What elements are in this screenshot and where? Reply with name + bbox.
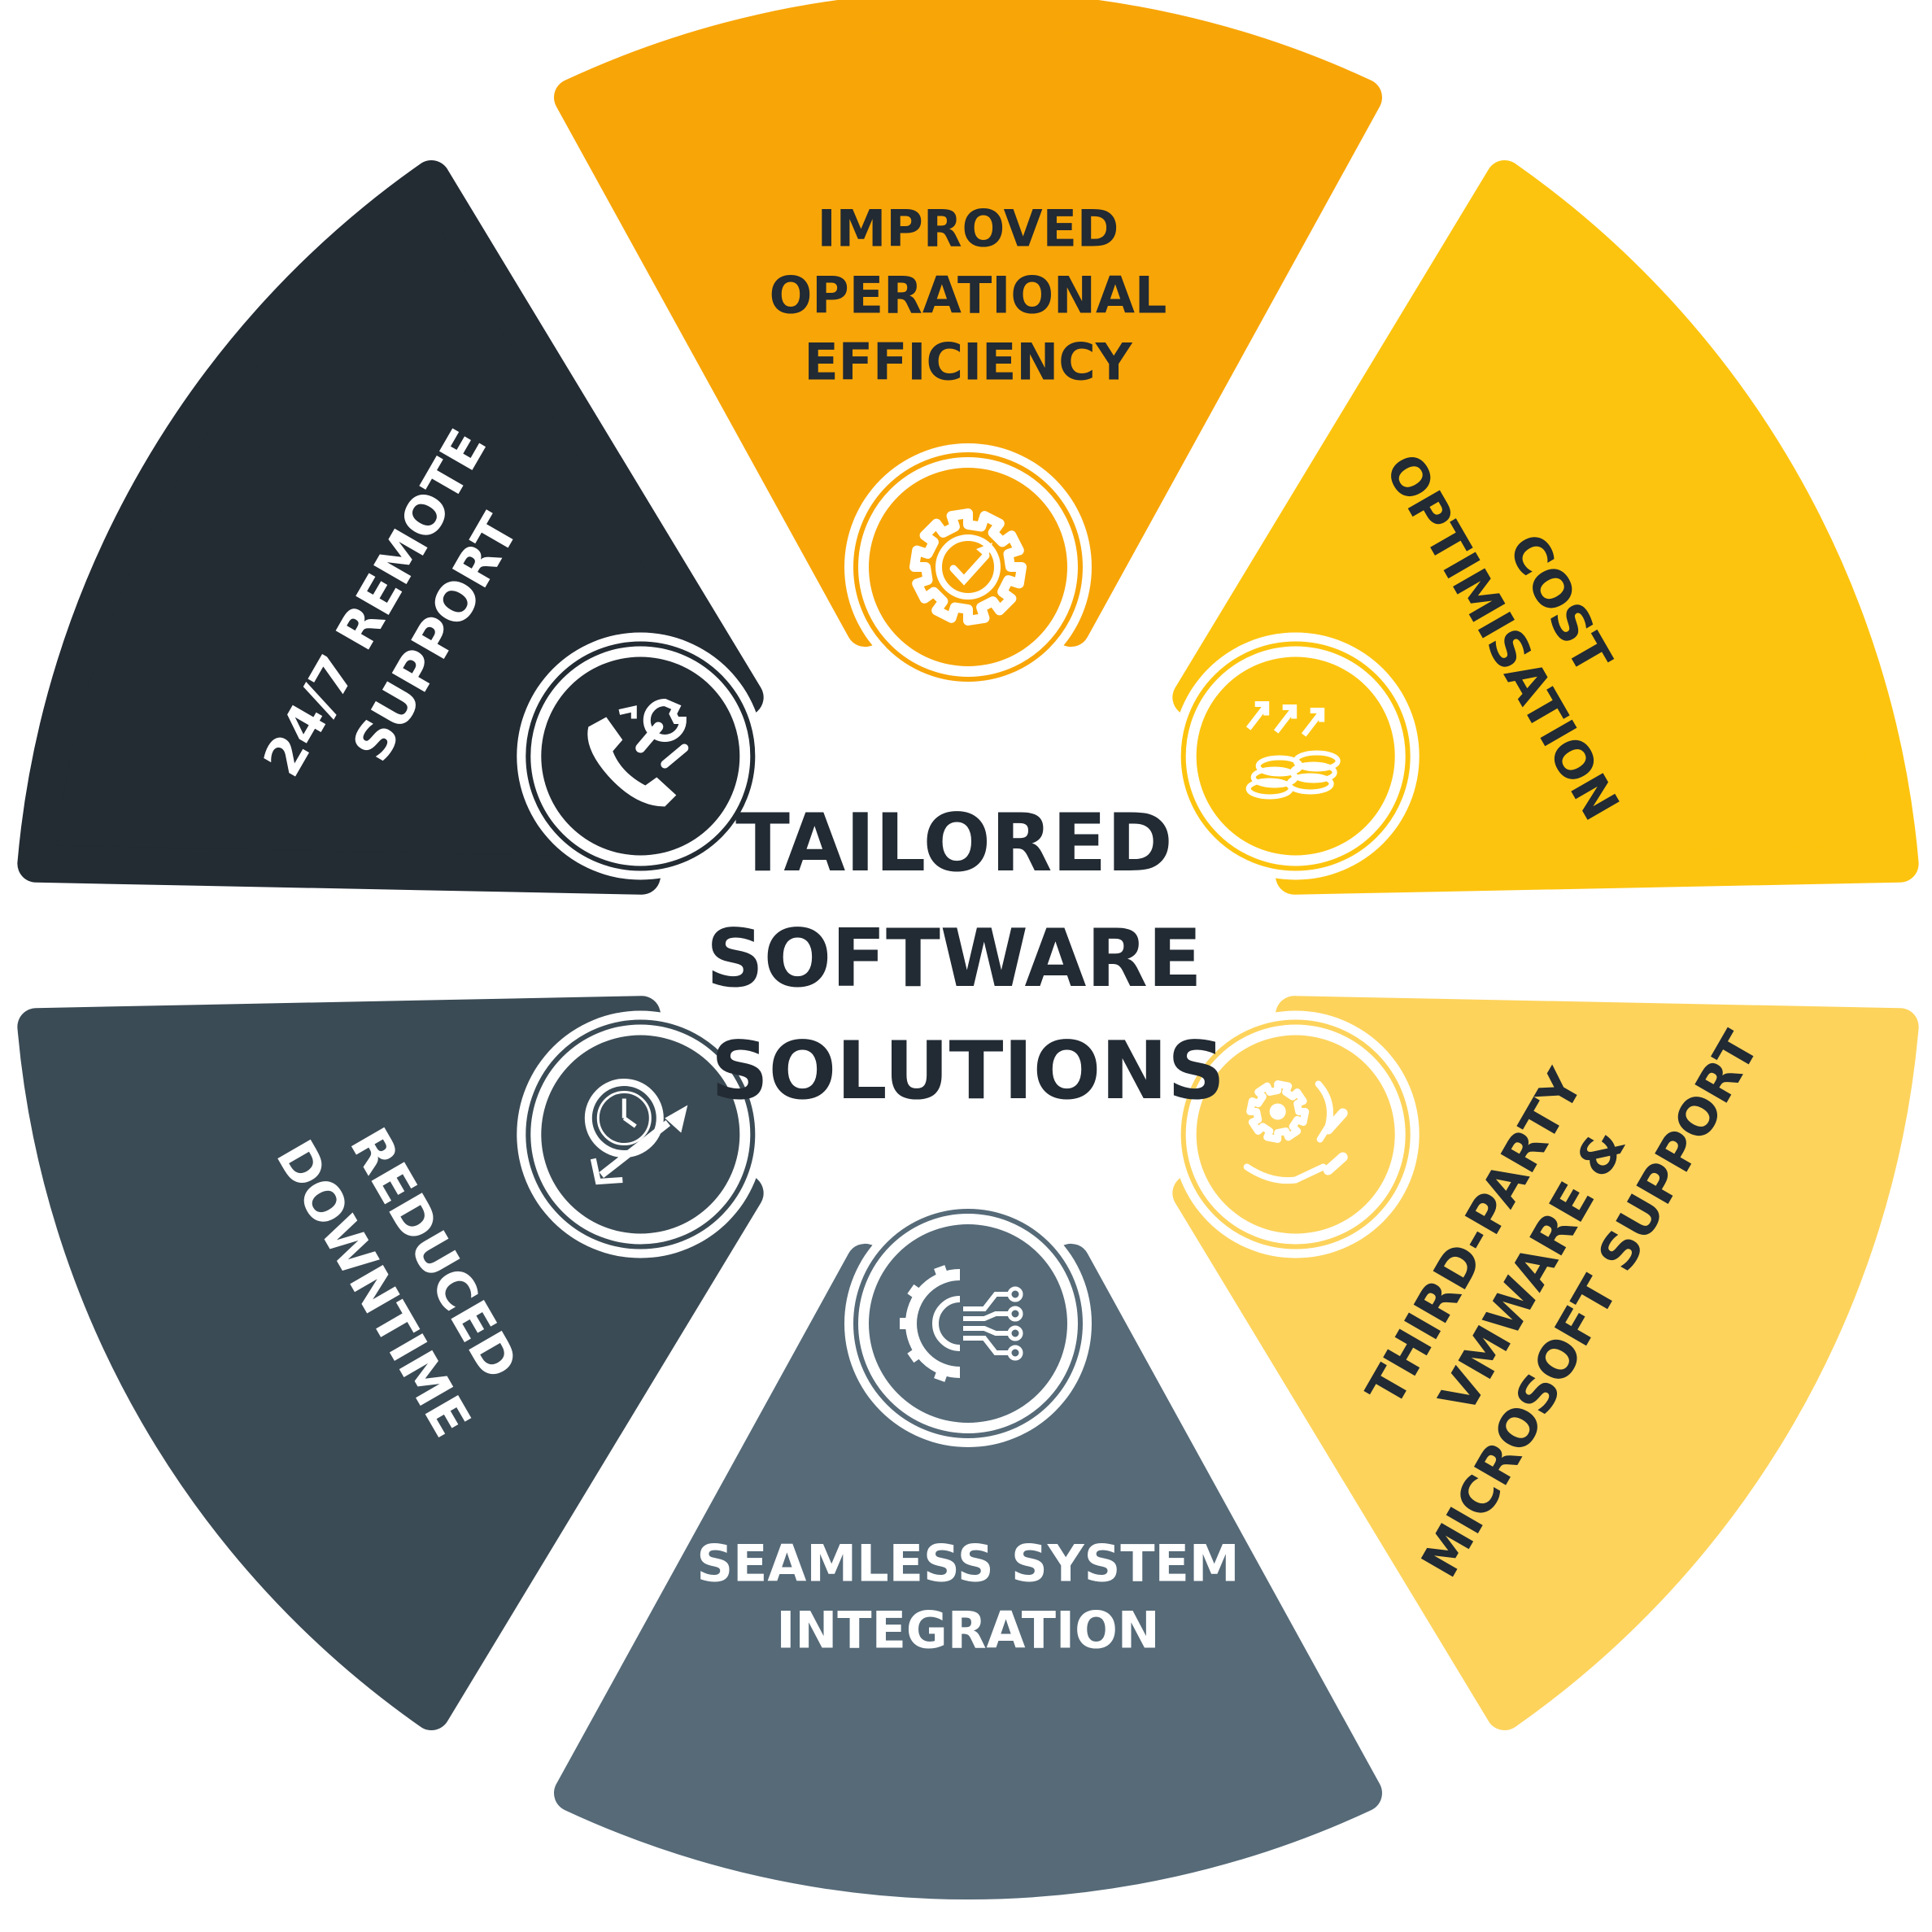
icon-badge-reduced-downtime [517, 1010, 765, 1258]
center-title-line-1: TAILORED [735, 797, 1173, 890]
label-seamless-system-integration: SEAMLESS SYSTEM INTEGRATION [696, 1533, 1239, 1659]
icon-badge-cost-optimisation [1171, 632, 1420, 880]
gear-checkmark-icon [909, 508, 1027, 626]
icon-badge-improved-operational-efficiency [844, 443, 1092, 691]
icons-layer [517, 443, 1420, 1447]
icon-disc [541, 1035, 740, 1234]
label-improved-operational-efficiency: IMPROVED OPERATIONAL EFFICIENCY [770, 198, 1167, 391]
center-title-line-2: SOFTWARE [706, 913, 1202, 1005]
center-title-line-3: SOLUTIONS [711, 1025, 1225, 1118]
coins-growth-icon [1245, 701, 1341, 800]
icon-disc [541, 656, 740, 856]
label-line: EFFICIENCY [804, 332, 1132, 391]
label-line: IMPROVED [818, 198, 1119, 258]
icon-disc [869, 1224, 1067, 1423]
icon-badge-remote-support [517, 632, 765, 880]
gear-hands-icon [1243, 1080, 1348, 1184]
icon-disc [869, 468, 1067, 666]
phone-wrench-icon [587, 698, 689, 807]
icon-badge-seamless-system-integration [844, 1200, 1092, 1447]
icon-badge-third-party-support [1171, 1010, 1420, 1258]
label-line: SEAMLESS SYSTEM [696, 1533, 1239, 1593]
label-line: OPERATIONAL [770, 265, 1167, 325]
label-line: INTEGRATION [776, 1600, 1159, 1659]
gear-circuit-icon [900, 1265, 1023, 1382]
center-title: TAILORED SOFTWARE SOLUTIONS [706, 797, 1230, 1118]
clock-arrow-icon [584, 1079, 688, 1185]
